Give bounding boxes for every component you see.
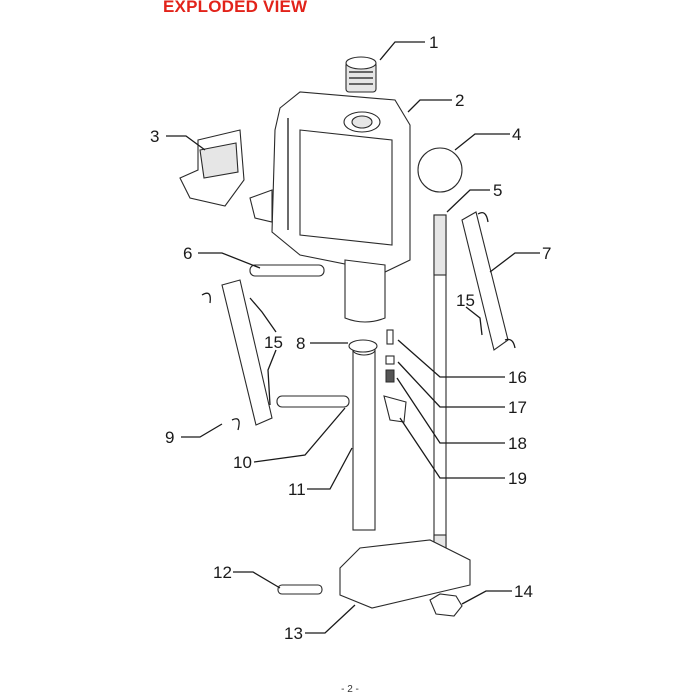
callout-15a: 15 xyxy=(456,291,475,310)
part-spring xyxy=(385,355,395,365)
callout-19: 19 xyxy=(508,469,527,488)
page-number: - 2 - xyxy=(341,684,359,695)
callout-4: 4 xyxy=(512,125,521,144)
callout-8: 8 xyxy=(296,334,305,353)
part-base xyxy=(339,539,471,609)
callout-2: 2 xyxy=(455,91,464,110)
part-threaded-rod xyxy=(433,214,447,556)
callout-leaders xyxy=(166,41,540,634)
clip-icon xyxy=(504,338,516,349)
part-screw xyxy=(386,329,394,345)
callout-9: 9 xyxy=(165,428,174,447)
callout-10: 10 xyxy=(233,453,252,472)
part-set-screw xyxy=(385,369,395,383)
callout-6: 6 xyxy=(183,244,192,263)
callout-14: 14 xyxy=(514,582,533,601)
callout-16: 16 xyxy=(508,368,527,387)
callout-7: 7 xyxy=(542,244,551,263)
clip-icon xyxy=(231,418,240,431)
callout-11: 11 xyxy=(288,480,306,499)
clip-icon xyxy=(201,292,211,304)
part-ram xyxy=(352,344,376,531)
page-title: EXPLODED VIEW xyxy=(163,0,308,16)
part-punch xyxy=(383,395,407,423)
callout-1: 1 xyxy=(429,33,438,52)
part-washer xyxy=(348,339,378,353)
callout-13: 13 xyxy=(284,624,303,643)
part-nut xyxy=(429,593,463,617)
callout-5: 5 xyxy=(493,181,502,200)
part-bushing xyxy=(345,56,377,93)
clip-icon xyxy=(477,211,489,223)
part-pin-upper xyxy=(249,264,325,277)
callout-18: 18 xyxy=(508,434,527,453)
callout-12: 12 xyxy=(213,563,232,582)
part-tray xyxy=(179,129,245,207)
callout-15b: 15 xyxy=(264,333,283,352)
callout-17: 17 xyxy=(508,398,527,417)
part-link-left xyxy=(221,279,273,426)
part-frame xyxy=(249,91,411,323)
callout-3: 3 xyxy=(150,127,159,146)
part-ball xyxy=(417,147,463,193)
part-pin-lower xyxy=(276,395,350,408)
part-link-right xyxy=(461,211,509,351)
part-small-pin xyxy=(277,584,323,595)
